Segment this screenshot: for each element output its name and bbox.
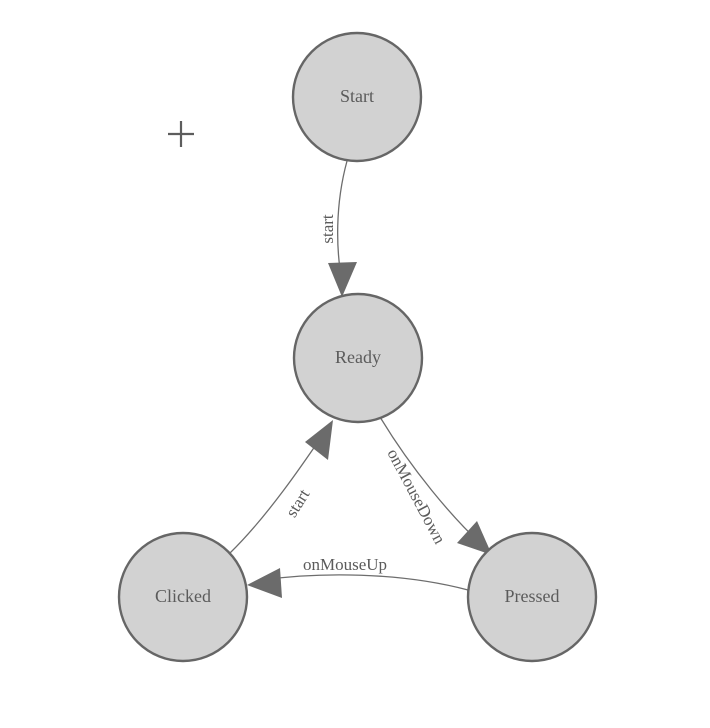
- edge-start-to-ready[interactable]: [328, 160, 357, 297]
- edge-label-start-to-ready: start: [318, 214, 337, 244]
- edge-label-clicked-to-ready: start: [282, 485, 314, 520]
- node-start[interactable]: Start: [291, 31, 423, 163]
- node-label-ready: Ready: [335, 347, 381, 367]
- node-circle-clicked[interactable]: [117, 531, 249, 663]
- edge-pressed-to-clicked[interactable]: [247, 568, 469, 598]
- edge-label-ready-to-pressed: onMouseDown: [383, 446, 449, 548]
- node-label-pressed: Pressed: [505, 586, 560, 606]
- arrowhead-into-pressed: [457, 521, 492, 555]
- node-pressed[interactable]: Pressed: [466, 531, 598, 663]
- node-circle-pressed[interactable]: [466, 531, 598, 663]
- edge-path-pressed-to-clicked: [261, 574, 469, 591]
- edge-ready-to-pressed[interactable]: [379, 416, 492, 555]
- edge-path-clicked-to-ready: [229, 432, 325, 554]
- node-circle-ready[interactable]: [292, 292, 424, 424]
- node-label-start: Start: [340, 86, 374, 106]
- node-label-clicked: Clicked: [155, 586, 211, 606]
- arrowhead-into-clicked: [247, 568, 282, 598]
- node-circle-start[interactable]: [291, 31, 423, 163]
- arrowhead-into-ready-from-start: [328, 262, 357, 297]
- crosshair-icon: [168, 121, 194, 147]
- edge-clicked-to-ready[interactable]: [229, 420, 333, 554]
- edge-label-pressed-to-clicked: onMouseUp: [303, 555, 387, 574]
- arrowhead-into-ready-from-clicked: [305, 420, 333, 460]
- node-clicked[interactable]: Clicked: [117, 531, 249, 663]
- node-ready[interactable]: Ready: [292, 292, 424, 424]
